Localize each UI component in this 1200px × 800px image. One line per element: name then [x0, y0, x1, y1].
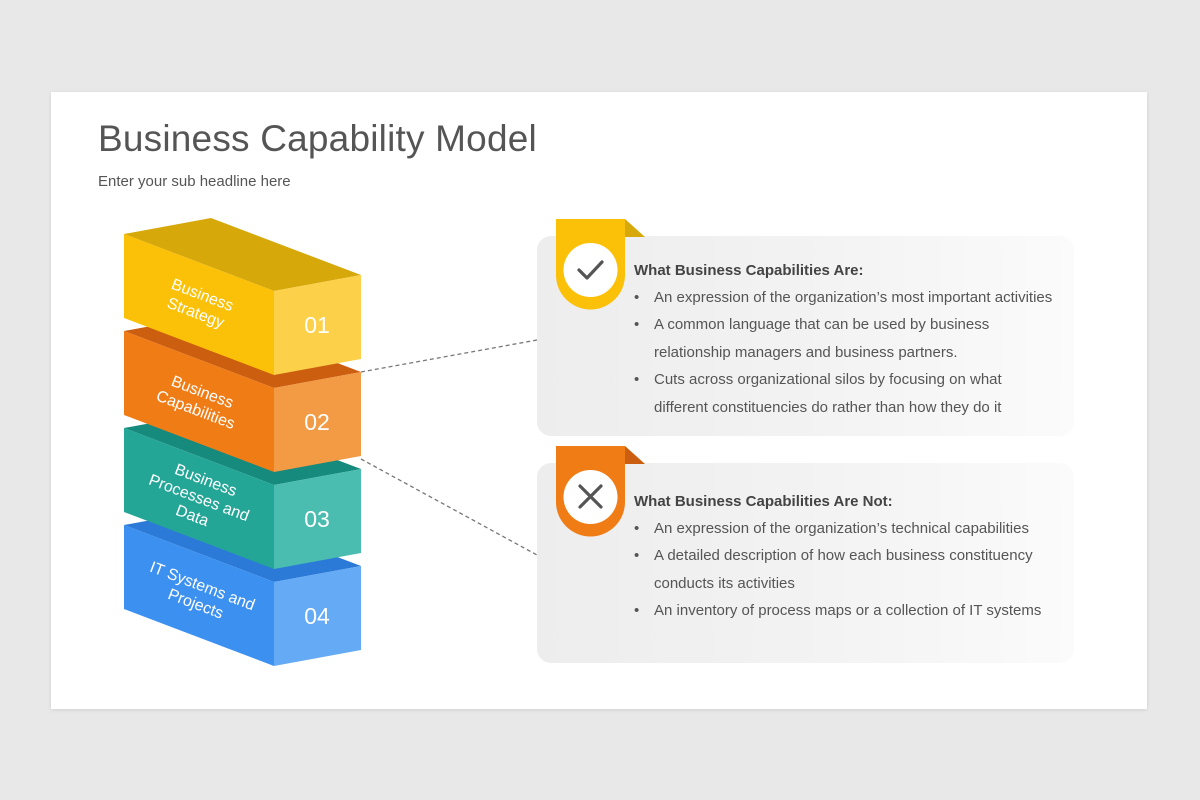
list-item-text: different constituencies do rather than … — [654, 398, 1002, 416]
block-front-face — [124, 331, 274, 472]
list-item-text: An inventory of process maps or a collec… — [654, 602, 1042, 620]
block-top-face — [124, 218, 361, 291]
block-front-face — [124, 234, 274, 375]
page-subtitle: Enter your sub headline here — [98, 173, 291, 190]
connector-line-1 — [360, 339, 538, 373]
list-item-text: An expression of the organization’s tech… — [654, 520, 1029, 537]
list-item: An inventory of process maps or a collec… — [632, 597, 1042, 625]
block-side-face — [274, 372, 361, 472]
list-capabilities-are-not: An expression of the organization’s tech… — [632, 515, 1041, 625]
page-title: Business Capability Model — [98, 118, 537, 159]
check-icon — [577, 260, 604, 280]
list-item-text: An expression of the organization’s most… — [654, 289, 1053, 306]
list-item: A common language that can be used by bu… — [632, 311, 1052, 366]
card-title-capabilities-are: What Business Capabilities Are: — [634, 262, 864, 279]
block-number: 02 — [304, 409, 330, 435]
block-front-face — [124, 525, 274, 666]
block-side-face — [274, 566, 361, 666]
list-item: A detailed description of how each busin… — [632, 542, 1041, 597]
block-number: 03 — [304, 506, 330, 532]
list-capabilities-are: An expression of the organization’s most… — [632, 284, 1052, 421]
list-item-text: conducts its activities — [654, 574, 795, 592]
list-item-text: A common language that can be used by bu… — [654, 316, 990, 334]
connector-line-2 — [360, 458, 538, 556]
card-title-capabilities-are-not: What Business Capabilities Are Not: — [634, 493, 893, 510]
block-number: 04 — [304, 603, 330, 629]
badge-capabilities-are-not — [556, 446, 645, 537]
badge-capabilities-are — [556, 219, 645, 310]
block-number: 01 — [304, 312, 330, 338]
list-item-text: relationship managers and business partn… — [654, 343, 958, 361]
block-side-face — [274, 275, 361, 375]
block-front-face — [124, 428, 274, 569]
list-item: Cuts across organizational silos by focu… — [632, 366, 1052, 421]
list-item-text: A detailed description of how each busin… — [654, 547, 1033, 565]
block-side-face — [274, 469, 361, 569]
cross-icon — [578, 484, 603, 509]
list-item: An expression of the organization’s most… — [632, 284, 1053, 312]
list-item: An expression of the organization’s tech… — [632, 515, 1041, 543]
list-item-text: Cuts across organizational silos by focu… — [654, 371, 1002, 389]
